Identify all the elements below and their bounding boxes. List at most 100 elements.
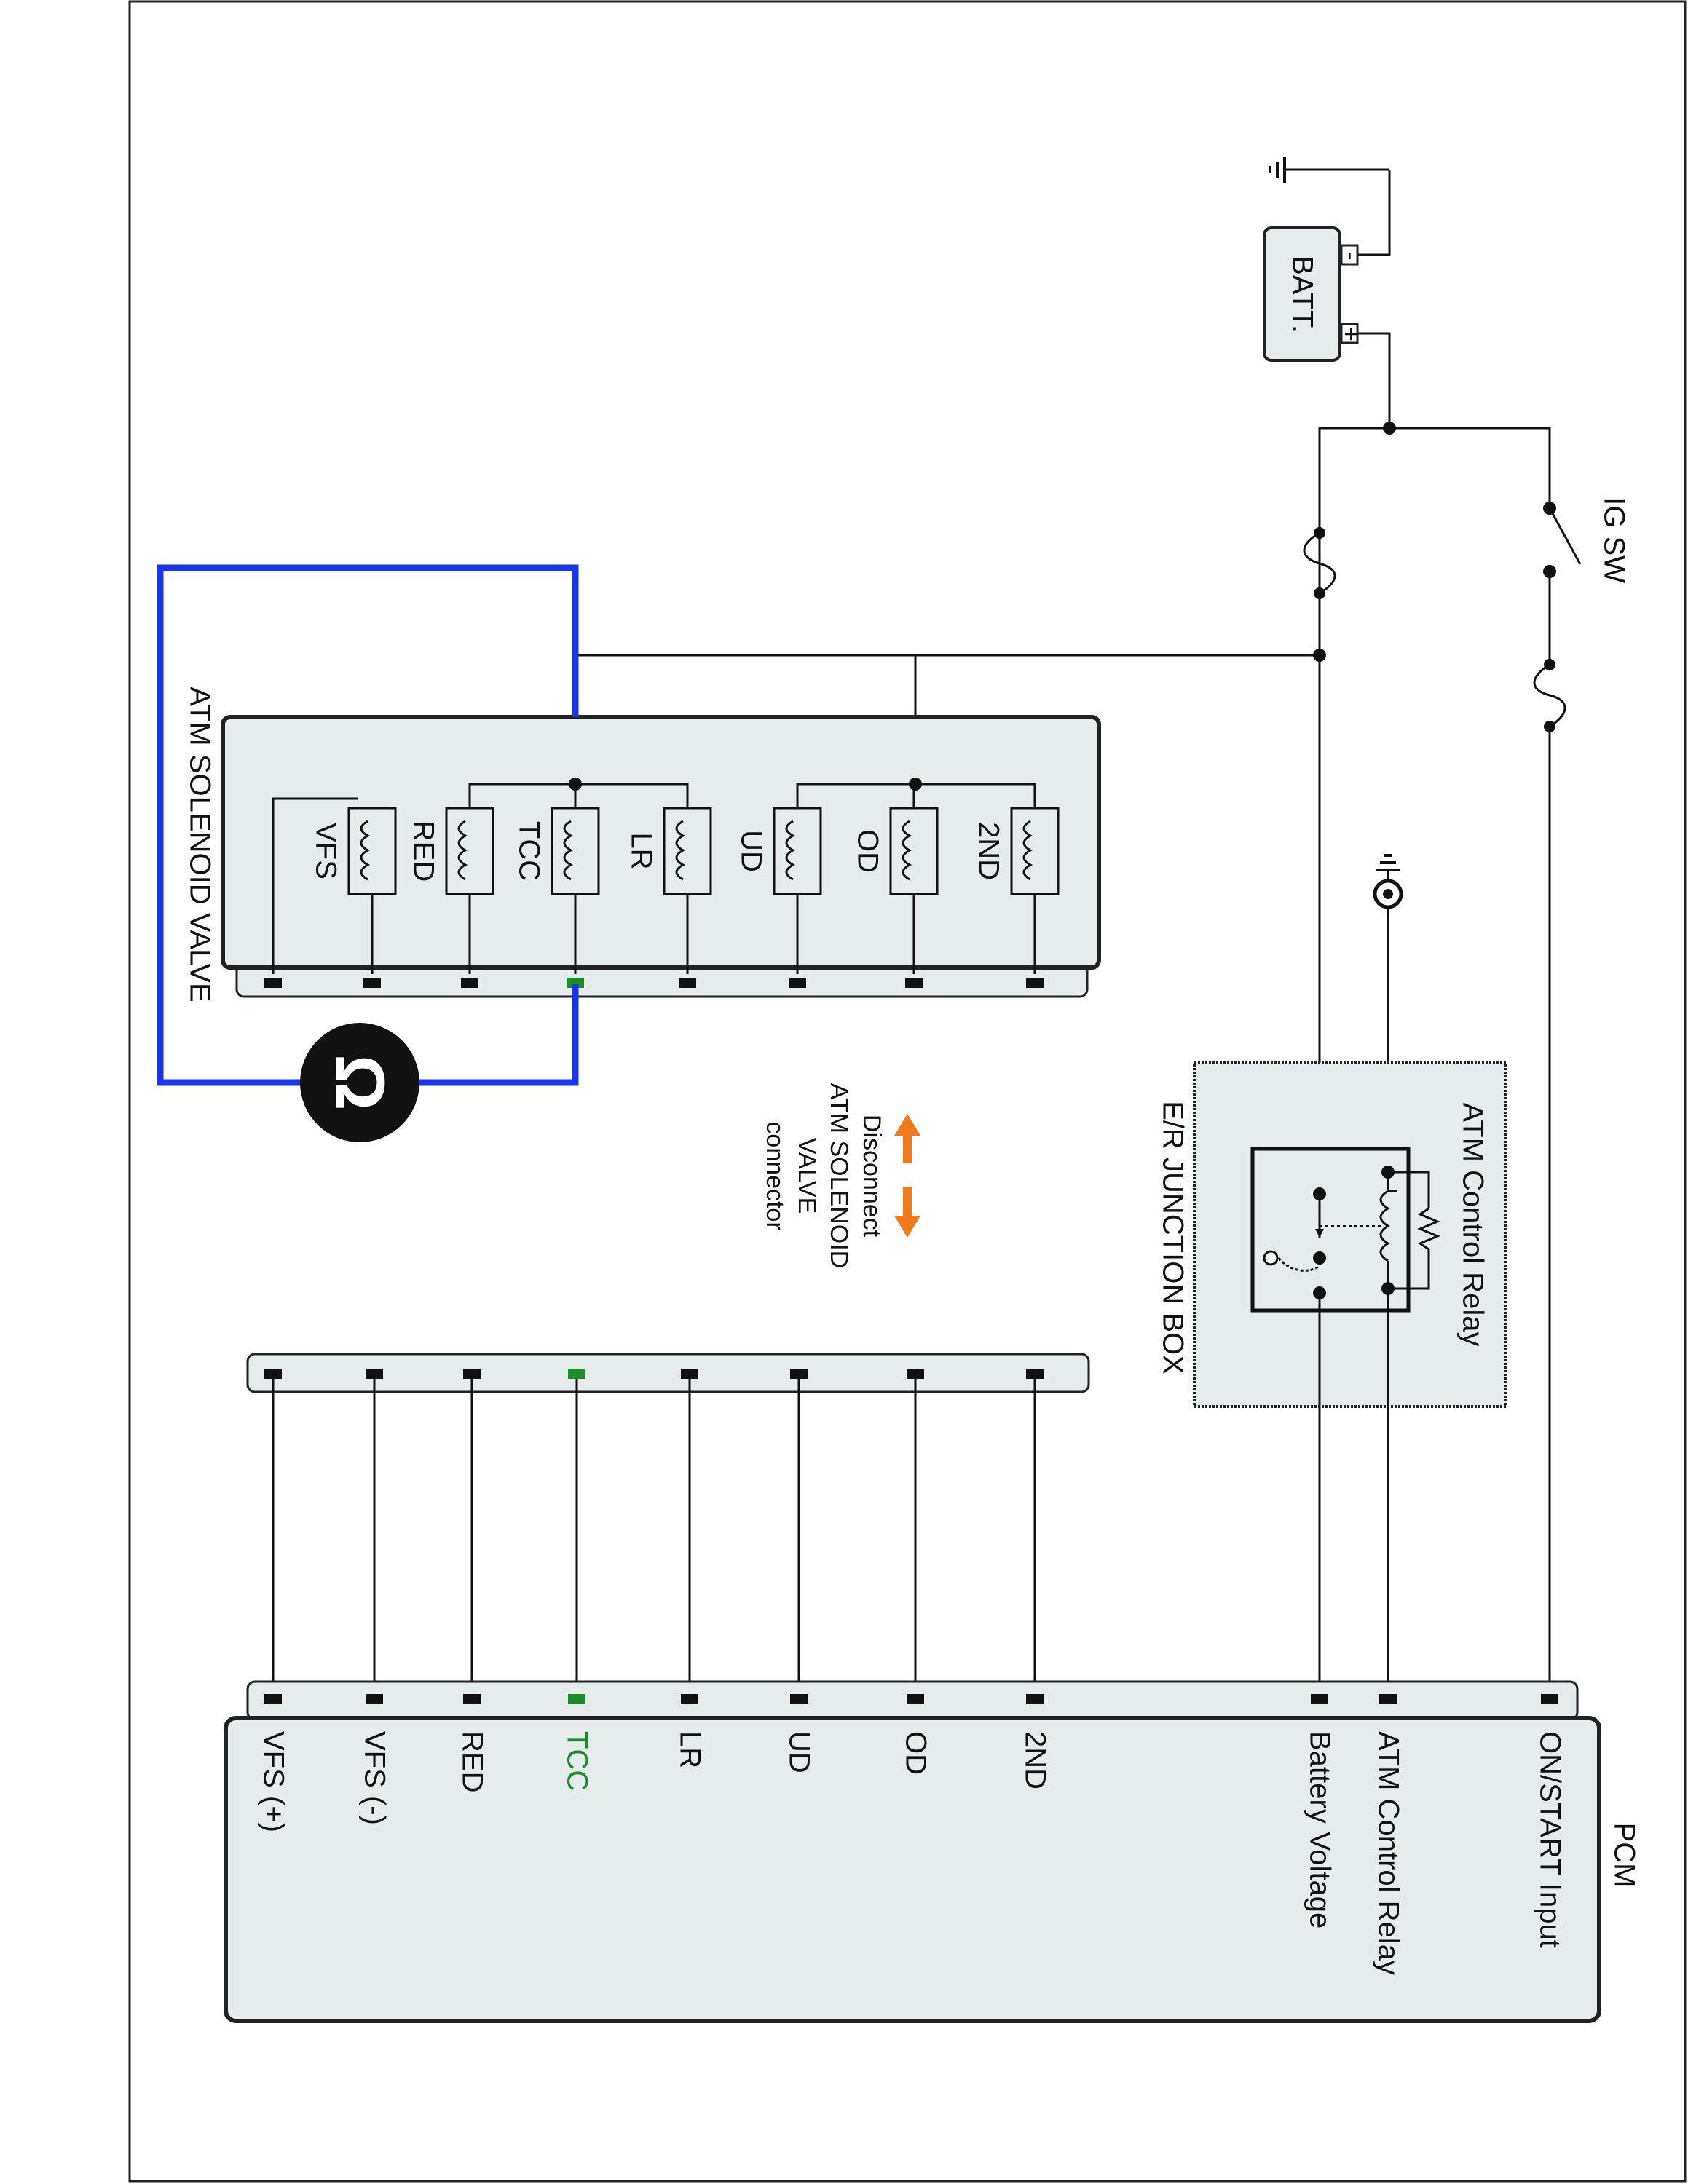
harness-pin xyxy=(790,1369,808,1379)
page-frame xyxy=(128,0,1687,2183)
ignition-switch: IG SW xyxy=(1543,497,1630,583)
pcm-pin-label: RED xyxy=(456,1731,488,1792)
solenoid-red: RED xyxy=(407,807,494,988)
disconnect-note: Disconnect ATM SOLENOID VALVE connector xyxy=(761,1083,920,1268)
relay xyxy=(1250,1147,1440,1313)
solenoid-pin-red xyxy=(461,978,478,988)
fuse-icon xyxy=(1303,527,1336,599)
coil-icon xyxy=(457,820,468,881)
junction-box: E/R JUNCTION BOX ATM Control Relay xyxy=(1156,1061,1507,1408)
pcm-pin-label: ON/START Input xyxy=(1534,1731,1566,1948)
solenoid-pin-tcc xyxy=(567,978,584,988)
solenoid-label: 2ND xyxy=(972,822,1004,880)
pcm-label: PCM xyxy=(1608,1823,1640,1888)
solenoid-pin-2nd xyxy=(1026,978,1044,988)
solenoid-coil-frame xyxy=(445,807,494,895)
solenoid-group: 2ND OD UD LR TCC RED VFS xyxy=(264,778,1060,988)
solenoid-coil-frame xyxy=(889,807,939,895)
battery: - + BATT. xyxy=(1263,226,1365,362)
harness-pin xyxy=(1026,1369,1044,1379)
battery-pos-label: + xyxy=(1337,327,1365,341)
solenoid-pin-vfs xyxy=(363,978,381,988)
solenoid-lr: LR xyxy=(625,807,712,988)
note-line-2: ATM SOLENOID xyxy=(825,1083,853,1268)
fuse-icon xyxy=(1533,659,1566,732)
pcm-pins: ON/START Input ATM Control Relay Battery V… xyxy=(257,1694,1566,1975)
disconnect-arrows-icon xyxy=(894,1114,920,1238)
coil-icon xyxy=(360,820,371,881)
pcm-pin-label: UD xyxy=(783,1731,815,1773)
solenoid-vfs-return xyxy=(264,797,358,988)
ohm-meter: Ω xyxy=(157,564,579,1142)
meter-lead xyxy=(157,564,579,1086)
solenoid-coil-frame xyxy=(551,807,600,895)
solenoid-pin-ud xyxy=(789,978,806,988)
relay-ground-icon xyxy=(1373,854,1403,909)
battery-label: BATT. xyxy=(1286,256,1318,333)
solenoid-tcc: TCC xyxy=(513,807,600,988)
harness-connector[interactable] xyxy=(246,1353,1090,1393)
solenoid-label: RED xyxy=(407,820,439,882)
solenoid-pin-lr xyxy=(679,978,696,988)
pcm-housing xyxy=(224,1716,1601,2023)
coil-icon xyxy=(785,820,796,881)
harness-pin xyxy=(568,1369,585,1379)
relay-coil-icon xyxy=(1379,1190,1390,1262)
pcm-pin-label: ATM Control Relay xyxy=(1372,1731,1404,1975)
solenoid-label: TCC xyxy=(513,821,545,881)
pcm-pin xyxy=(1026,1694,1044,1704)
pcm-pin-label: Battery Voltage xyxy=(1304,1731,1336,1928)
solenoid-valve-block: ATM SOLENOID VALVE 2ND OD UD LR TCC RED VFS xyxy=(184,687,1101,1002)
pcm-pin xyxy=(366,1694,383,1704)
junction-box-label: E/R JUNCTION BOX xyxy=(1156,1101,1188,1374)
coil-icon xyxy=(563,820,574,881)
coil-icon xyxy=(1022,820,1033,881)
coil-icon xyxy=(675,820,686,881)
pcm-pin xyxy=(907,1694,924,1704)
pcm-pin-label: OD xyxy=(899,1731,931,1775)
solenoid-pin-od xyxy=(905,978,923,988)
note-line-1: Disconnect xyxy=(858,1115,886,1238)
battery-neg-label: - xyxy=(1337,252,1365,260)
solenoid-coil-frame xyxy=(347,807,397,895)
solenoid-od: OD xyxy=(851,807,939,988)
pcm: PCM ON/START Input ATM Control Relay Batte… xyxy=(224,1680,1640,2023)
harness-wires xyxy=(264,1369,1044,1693)
solenoid-label: UD xyxy=(735,830,767,872)
coil-icon xyxy=(902,820,912,881)
pcm-pin-label: TCC xyxy=(561,1731,593,1791)
ohm-symbol: Ω xyxy=(321,1055,399,1111)
harness-pin xyxy=(463,1369,481,1379)
solenoid-vfs: VFS xyxy=(309,807,397,988)
solenoid-block-label: ATM SOLENOID VALVE xyxy=(184,687,216,1002)
harness-pin xyxy=(681,1369,698,1379)
pcm-pin xyxy=(264,1694,282,1704)
harness-pin xyxy=(366,1369,383,1379)
harness-pin xyxy=(264,1369,282,1379)
note-line-4: connector xyxy=(761,1121,789,1230)
solenoid-housing xyxy=(221,715,1101,970)
pcm-pin xyxy=(790,1694,808,1704)
relay-label: ATM Control Relay xyxy=(1456,1103,1488,1347)
pcm-pin xyxy=(1379,1694,1397,1704)
pcm-pin-label: LR xyxy=(674,1731,706,1768)
pcm-pin xyxy=(463,1694,481,1704)
solenoid-coil-frame xyxy=(1010,807,1060,895)
solenoid-pin-vfs-minus xyxy=(264,978,282,988)
pcm-pin xyxy=(1541,1694,1558,1704)
battery-ground-icon xyxy=(1269,157,1389,183)
junction-node xyxy=(1383,422,1396,435)
junction-node xyxy=(569,778,582,791)
pcm-pin-label: VFS (-) xyxy=(358,1731,390,1825)
solenoid-coil-frame xyxy=(773,807,822,895)
pcm-pin-label: 2ND xyxy=(1019,1731,1051,1789)
battery-body xyxy=(1263,226,1341,362)
pcm-pin xyxy=(568,1694,585,1704)
solenoid-label: OD xyxy=(851,829,883,873)
solenoid-ud: UD xyxy=(735,807,822,988)
resistor-icon xyxy=(1417,1207,1440,1251)
pcm-pin-label: VFS (+) xyxy=(257,1731,289,1832)
ohm-meter-icon xyxy=(300,1023,419,1142)
pcm-pin xyxy=(1311,1694,1328,1704)
